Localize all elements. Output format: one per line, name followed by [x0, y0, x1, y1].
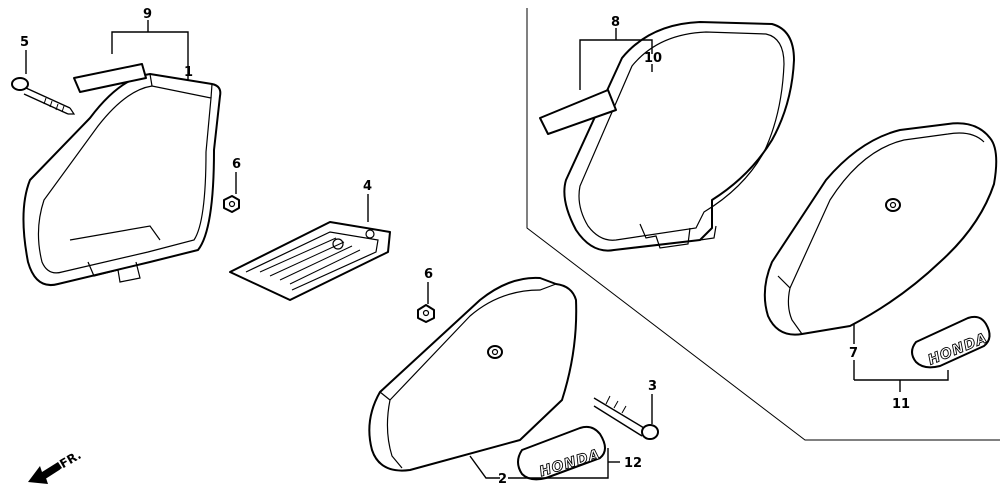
tray-4: [229, 221, 391, 301]
left-side-cover-outer: [368, 276, 578, 472]
leader-lines: [25, 20, 949, 479]
callout-5: 5: [20, 35, 29, 50]
callout-3: 3: [648, 379, 657, 394]
front-direction-arrow: FR.: [28, 448, 84, 484]
nut-6-lower: [417, 304, 435, 323]
callout-10: 10: [644, 51, 662, 66]
nut-6-upper: [223, 195, 240, 213]
emblem-12: HONDA: [517, 425, 606, 481]
screw-3: [593, 395, 659, 440]
callout-9: 9: [143, 7, 152, 22]
emblem-11: HONDA: [911, 315, 991, 369]
callout-6-upper: 6: [232, 157, 241, 172]
label-strip-8: [539, 89, 617, 135]
callout-7: 7: [849, 346, 858, 361]
front-direction-label: FR.: [57, 448, 83, 471]
callout-6-lower: 6: [424, 267, 433, 282]
callout-1: 1: [184, 65, 193, 80]
callout-8: 8: [611, 15, 620, 30]
screw-5: [11, 77, 76, 115]
callout-12: 12: [624, 456, 642, 471]
right-side-cover-inner: [563, 21, 795, 252]
callout-11: 11: [892, 397, 910, 412]
callout-4: 4: [363, 179, 372, 194]
callout-2: 2: [498, 472, 507, 487]
left-side-cover-inner: [22, 73, 222, 286]
group-divider-line: [526, 8, 1000, 441]
right-side-cover-outer: [763, 122, 998, 336]
label-strip-9: [73, 63, 147, 93]
